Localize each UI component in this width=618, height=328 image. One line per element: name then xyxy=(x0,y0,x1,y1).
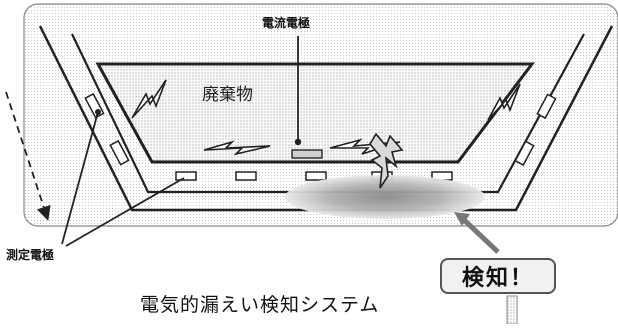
current-electrode xyxy=(291,149,323,159)
current-electrode-dot xyxy=(294,138,302,146)
side-electrode xyxy=(514,140,535,167)
side-electrode xyxy=(536,93,557,120)
lightning-bolt-icon xyxy=(203,140,271,156)
lightning-bolt-icon xyxy=(131,79,167,119)
detection-label: 検知！ xyxy=(461,266,534,291)
callout-arrow xyxy=(460,216,500,254)
measure-leader xyxy=(61,111,99,245)
lightning-bolt-icon xyxy=(329,138,401,155)
bottom-electrode xyxy=(175,171,197,181)
measurement-electrode-label: 測定電極 xyxy=(6,248,55,262)
detection-callout: 検知！ xyxy=(440,258,556,294)
lightning-bolt-icon xyxy=(487,83,521,121)
waste-basin xyxy=(95,62,536,164)
side-electrode xyxy=(109,139,130,166)
measure-leader xyxy=(65,177,185,247)
leak-plume xyxy=(285,175,485,219)
waste-label: 廃棄物 xyxy=(202,85,253,105)
current-electrode-label: 電流電極 xyxy=(262,16,311,30)
bottom-electrode xyxy=(235,171,257,181)
detector-post xyxy=(506,295,518,325)
callout-arrow-head xyxy=(454,212,470,226)
dashed-arrow-icon xyxy=(5,91,51,221)
leak-spark-icon xyxy=(369,132,404,189)
diagram-caption: 電気的漏えい検知システム xyxy=(140,294,380,316)
bottom-electrode xyxy=(305,171,327,181)
